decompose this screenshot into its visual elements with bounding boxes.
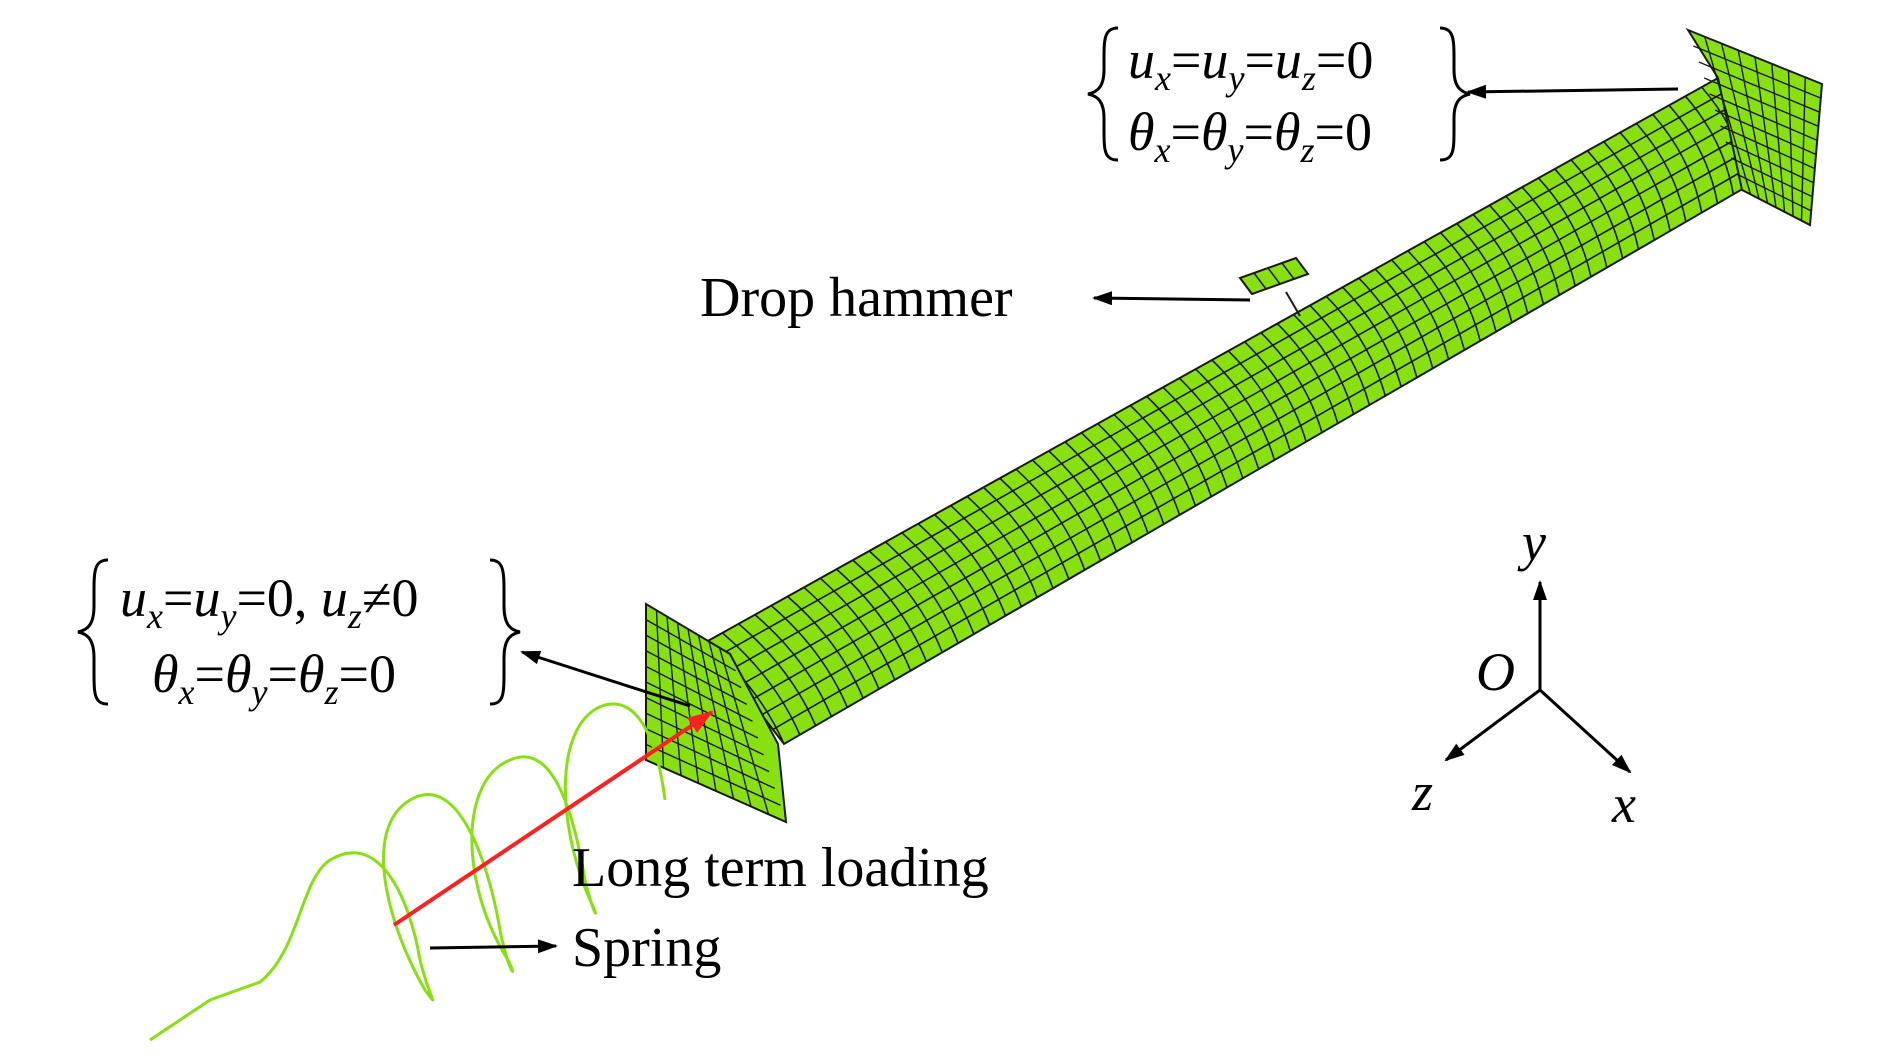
fixed-end-rotation-eq: θx=θy=θz=0 [1128,102,1372,170]
x-axis-label: x [1611,774,1636,834]
steel-tube-column [704,76,1767,746]
loaded-end-bc: ux=uy=0, uz≠0 θx=θy=θz=0 [77,558,521,712]
end-plate-fixed [1685,27,1824,227]
fixed-end-bc: ux=uy=uz=0 θx=θy=θz=0 [1087,26,1471,170]
column-body [704,76,1767,746]
fixed-end-displacement-eq: ux=uy=uz=0 [1128,30,1373,98]
origin-label: O [1476,642,1515,702]
drop-hammer-arrow [1092,291,1251,306]
column-mesh-rings [705,77,1766,745]
end-plate-loaded [645,602,788,824]
loaded-end-rotation-eq: θx=θy=θz=0 [152,644,396,712]
spring-arrow [429,939,558,954]
z-axis-label: z [1411,762,1433,822]
coordinate-axes: y O z x [1411,512,1636,834]
drop-hammer-label: Drop hammer [700,267,1013,329]
z-axis-arrow [1444,688,1541,762]
long-term-loading-arrow [392,710,714,927]
drop-hammer-mesh [1238,256,1310,317]
y-axis-label: y [1517,512,1546,572]
spring-label: Spring [572,917,721,979]
loaded-bc-arrow [520,650,691,708]
loaded-end-displacement-eq: ux=uy=0, uz≠0 [120,568,419,636]
fixed-bc-arrow [1466,84,1679,99]
column-mesh-longitudinal [716,91,1759,731]
long-term-loading-label: Long term loading [572,837,989,899]
spring-coil [149,702,667,1042]
x-axis-arrow [1538,688,1632,774]
